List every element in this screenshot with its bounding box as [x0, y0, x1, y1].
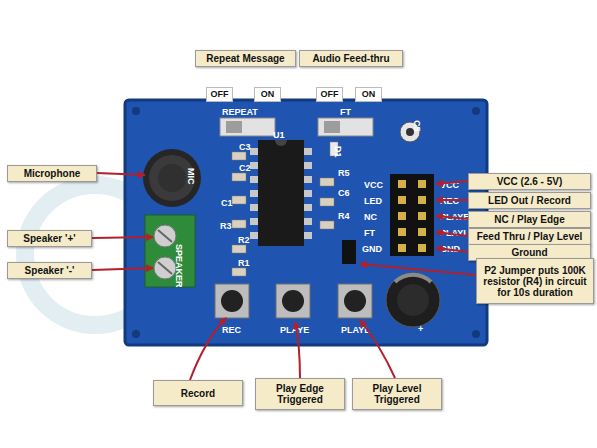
silkscreen-label: R4 — [338, 211, 350, 221]
callout-box: LED Out / Record — [468, 192, 591, 209]
callout-box: Play Edge Triggered — [255, 378, 345, 410]
callout-box: Speaker '+' — [7, 230, 92, 247]
silkscreen-label: PLAYL — [440, 228, 469, 238]
silkscreen-label: R3 — [220, 221, 232, 231]
callout-text: VCC (2.6 - 5V) — [497, 176, 563, 187]
silkscreen-label: C6 — [338, 188, 350, 198]
silkscreen-label: REC — [222, 325, 241, 335]
leader-arrow — [190, 318, 226, 380]
silkscreen-label: C3 — [239, 142, 251, 152]
callout-text: Record — [181, 388, 215, 399]
switch-state-box: OFF — [206, 87, 233, 102]
callout-box: Microphone — [7, 165, 97, 182]
callout-box: Speaker '-' — [7, 262, 92, 279]
speaker-terminal — [145, 215, 195, 287]
callout-text: ON — [362, 89, 376, 100]
callout-text: Ground — [511, 247, 547, 258]
callout-text: NC / Play Edge — [494, 214, 565, 225]
callout-box: NC / Play Edge — [468, 211, 591, 228]
callout-box: P2 Jumper puts 100K resistor (R4) in cir… — [476, 258, 594, 304]
leader-arrow — [97, 173, 145, 175]
callout-box: Play Level Triggered — [352, 378, 442, 410]
pin-header — [390, 174, 434, 256]
pcb-board — [125, 100, 487, 345]
callout-text: OFF — [211, 89, 229, 100]
leader-arrow — [92, 268, 153, 270]
silkscreen-label: PLAYE — [280, 325, 309, 335]
callout-box: Feed Thru / Play Level — [468, 228, 591, 245]
silkscreen-label: C5 — [412, 120, 422, 132]
silkscreen-label: VCC — [440, 180, 459, 190]
silkscreen-label: LED — [364, 196, 382, 206]
silkscreen-label: R1 — [238, 258, 250, 268]
callout-text: ON — [261, 89, 275, 100]
silkscreen-label: FT — [340, 107, 351, 117]
callout-text: Play Edge Triggered — [259, 383, 341, 405]
callout-text: Feed Thru / Play Level — [477, 231, 583, 242]
callout-text: OFF — [321, 89, 339, 100]
callout-text: Speaker '+' — [23, 233, 75, 244]
ic-chip — [250, 140, 312, 246]
silkscreen-label: D1 — [333, 146, 343, 158]
silkscreen-label: REPEAT — [222, 107, 258, 117]
callout-text: Audio Feed-thru — [312, 53, 389, 64]
silkscreen-label: MIC — [186, 168, 196, 185]
jumper — [342, 240, 356, 264]
callout-text: Play Level Triggered — [356, 383, 438, 405]
silkscreen-label: GND — [440, 244, 460, 254]
silkscreen-label: U1 — [273, 130, 285, 140]
leader-arrow — [92, 237, 153, 238]
callout-text: Speaker '-' — [25, 265, 75, 276]
silkscreen-label: REC — [440, 196, 459, 206]
callout-box: Audio Feed-thru — [299, 50, 403, 67]
callout-text: P2 Jumper puts 100K resistor (R4) in cir… — [480, 265, 590, 298]
silkscreen-label: + — [418, 324, 423, 334]
silkscreen-label: R5 — [338, 168, 350, 178]
switch-state-box: ON — [254, 87, 281, 102]
silkscreen-label: NC — [364, 212, 377, 222]
switch-state-box: OFF — [316, 87, 343, 102]
silkscreen-label: PLAYL — [341, 325, 370, 335]
callout-text: Microphone — [24, 168, 81, 179]
silkscreen-label: C2 — [239, 163, 251, 173]
silkscreen-label: SPEAKER — [174, 244, 184, 288]
silkscreen-label: GND — [362, 244, 382, 254]
callout-box: Record — [153, 380, 243, 406]
switch-state-box: ON — [355, 87, 382, 102]
push-button — [215, 284, 372, 318]
silkscreen-label: C1 — [221, 198, 233, 208]
callout-box: VCC (2.6 - 5V) — [468, 173, 591, 190]
slide-switch — [220, 118, 373, 136]
callout-text: Repeat Message — [206, 53, 284, 64]
silkscreen-label: VCC — [364, 180, 383, 190]
leader-arrow — [360, 264, 476, 275]
callout-text: LED Out / Record — [488, 195, 571, 206]
callout-box: Repeat Message — [195, 50, 296, 67]
silkscreen-label: FT — [364, 228, 375, 238]
silkscreen-label: PLAYE — [440, 212, 469, 222]
microphone-part — [143, 149, 201, 207]
silkscreen-label: R2 — [238, 235, 250, 245]
electrolytic-capacitor — [386, 273, 440, 327]
